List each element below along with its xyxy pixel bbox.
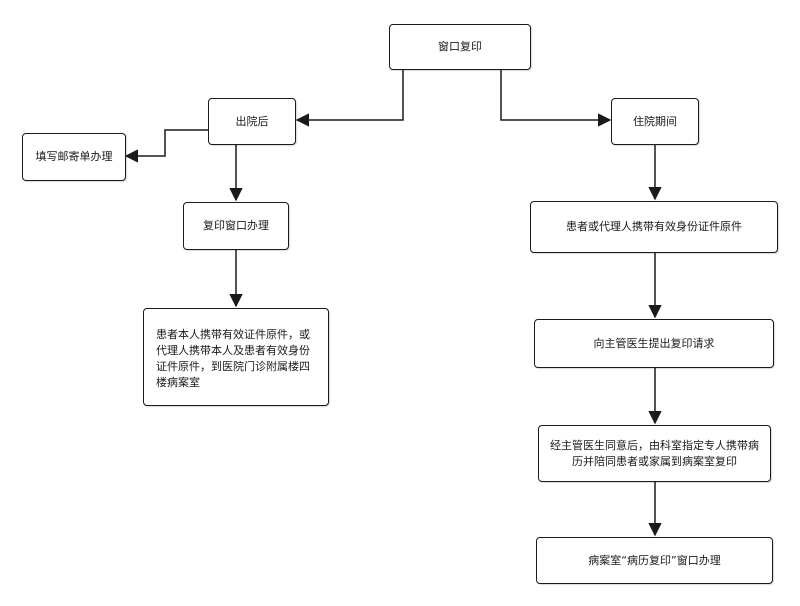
node-patient-or-agent-id-label: 患者或代理人携带有效身份证件原件 bbox=[566, 220, 742, 233]
node-request-doctor-label: 向主管医生提出复印请求 bbox=[593, 336, 715, 350]
node-window-copy-label: 窗口复印 bbox=[438, 40, 482, 53]
node-window-copy: 窗口复印 bbox=[389, 24, 531, 70]
node-after-discharge-label: 出院后 bbox=[235, 114, 269, 128]
node-copy-window-handle: 复印窗口办理 bbox=[183, 202, 289, 250]
node-fill-mail-form-label: 填写邮寄单办理 bbox=[35, 150, 113, 163]
node-doctor-approval-label: 经主管医生同意后，由科室指定专人携带病历并陪同患者或家属到病案室复印 bbox=[550, 438, 759, 468]
node-record-room-window-label: 病案室“病历复印”窗口办理 bbox=[588, 553, 721, 567]
node-during-hospitalization: 住院期间 bbox=[611, 98, 699, 145]
node-patient-or-agent-id: 患者或代理人携带有效身份证件原件 bbox=[530, 201, 778, 253]
connector-after-discharge-to-mail-form bbox=[124, 129, 222, 163]
node-patient-bring-docs-label: 患者本人携带有效证件原件，或代理人携带本人及患者有效身份证件原件，到医院门诊附属… bbox=[156, 328, 310, 389]
node-doctor-approval: 经主管医生同意后，由科室指定专人携带病历并陪同患者或家属到病案室复印 bbox=[538, 425, 771, 482]
node-request-doctor: 向主管医生提出复印请求 bbox=[534, 319, 774, 368]
connector-window-to-after-discharge bbox=[295, 70, 404, 127]
node-during-hospitalization-label: 住院期间 bbox=[633, 114, 677, 128]
node-fill-mail-form: 填写邮寄单办理 bbox=[22, 133, 126, 181]
node-patient-bring-docs: 患者本人携带有效证件原件，或代理人携带本人及患者有效身份证件原件，到医院门诊附属… bbox=[143, 308, 329, 406]
node-record-room-window: 病案室“病历复印”窗口办理 bbox=[536, 537, 773, 584]
node-copy-window-handle-label: 复印窗口办理 bbox=[203, 219, 269, 232]
node-after-discharge: 出院后 bbox=[208, 98, 296, 145]
connector-window-to-during-hospitalization bbox=[500, 70, 612, 127]
